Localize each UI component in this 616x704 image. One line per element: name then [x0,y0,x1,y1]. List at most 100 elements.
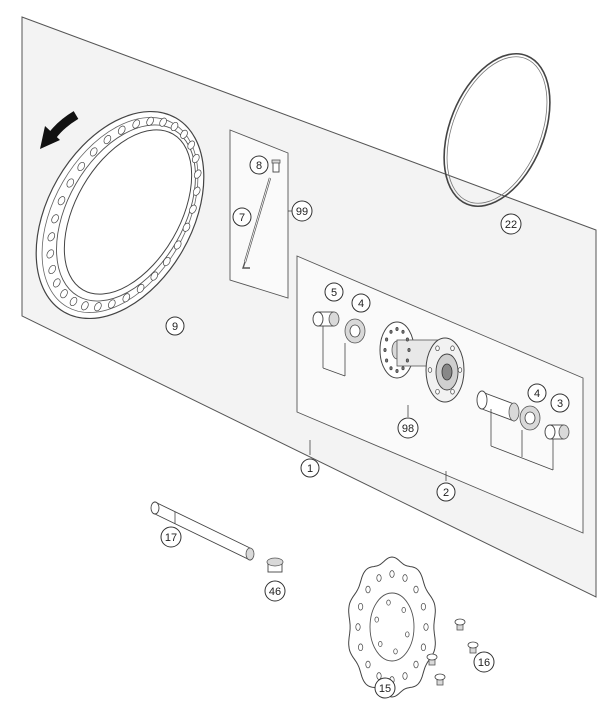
svg-text:8: 8 [256,160,262,172]
rim-tape-part [443,52,551,208]
svg-text:46: 46 [269,586,281,598]
rim-spoke-hole [182,222,191,232]
callout-leader-lines [288,210,447,481]
brake-disc-hole [358,602,364,611]
hub-flange-hole [401,366,405,371]
hub-flange-hole [395,369,399,373]
rim-spoke-hole [108,299,116,309]
svg-text:4: 4 [534,388,540,400]
brake-disc-mount-hole [405,631,410,638]
spoke-nipple-part [271,159,281,173]
rim-spoke-hole [117,125,126,135]
brake-disc-mount-hole [374,616,379,623]
hub-disc-bolt-hole [435,345,440,352]
brake-disc-hole [420,643,426,652]
brake-disc-hole [365,585,371,594]
spoke-part [242,177,272,269]
svg-text:7: 7 [239,212,245,224]
brake-disc-hole [376,672,382,680]
svg-text:98: 98 [402,423,414,435]
callout-99: 99 [291,200,313,222]
axle-nut-part [266,557,284,573]
svg-text:17: 17 [165,532,177,544]
rim-spoke-hole [170,121,179,132]
svg-text:3: 3 [557,398,563,410]
brake-disc-mount-hole [401,607,406,613]
hub-leader-lines [322,326,554,471]
callout-5: 5 [324,282,344,302]
brake-disc-mount-hole [386,599,391,606]
svg-text:1: 1 [307,463,313,475]
rim-spoke-hole [89,147,98,157]
svg-text:5: 5 [331,287,337,299]
brake-disc-hole [413,660,419,669]
callout-22: 22 [500,213,522,235]
wheel-hub-part [379,321,465,403]
rim-spoke-hole [159,117,167,127]
brake-disc-hole [376,574,382,582]
brake-disc-hole [365,660,371,669]
hub-distance-sleeve-part [476,390,520,422]
hub-flange-hole [405,358,409,363]
rim-spoke-hole [192,186,201,196]
hub-flange-hole [389,329,393,334]
rim-spoke-hole [163,256,171,267]
brake-disc-hole [358,643,364,652]
rim-spoke-hole [77,161,85,172]
callout-8: 8 [249,155,269,175]
callout-16: 16 [473,651,495,673]
hub-flange-hole [385,337,389,342]
callout-1: 1 [300,458,320,478]
callout-2: 2 [436,482,456,502]
rim-spoke-hole [66,178,75,188]
rim-spoke-hole [47,232,56,242]
rim-spoke-hole [57,196,66,206]
rim-spoke-hole [53,278,61,288]
hub-flange-hole [383,348,387,352]
callout-17: 17 [160,526,182,548]
rim-spoke-hole [192,153,200,164]
svg-text:22: 22 [505,219,517,231]
svg-text:16: 16 [478,657,490,669]
rim-spoke-hole [187,140,195,150]
rim-spoke-hole [189,204,197,214]
svg-text:4: 4 [358,298,364,310]
callout-7: 7 [232,207,252,227]
hub-disc-bolt-hole [457,367,463,373]
rim-spoke-hole [48,264,56,275]
brake-disc-hole [402,672,408,680]
rim-spoke-hole [60,289,68,299]
svg-text:2: 2 [443,487,449,499]
rim-spoke-hole [46,249,55,259]
hub-disc-bolt-hole [435,388,440,395]
brake-disc-bolt-part [426,618,479,686]
rim-spoke-hole [69,296,78,307]
brake-disc-hole [355,623,361,631]
callout-3: 3 [550,393,570,413]
hub-flange-holes [383,327,463,395]
rim-spoke-hole [132,119,140,129]
hub-flange-hole [407,348,411,352]
rim-spoke-hole [193,169,202,179]
rotation-direction-arrow-icon [40,111,79,149]
callout-98: 98 [397,417,419,439]
rim-spoke-hole [180,129,188,139]
brake-disc-hole [420,602,426,611]
hub-flange-hole [401,329,405,334]
callout-4-right: 4 [527,383,547,403]
callout-9: 9 [165,316,185,336]
hub-bearing-right-part [519,405,541,431]
hub-bearing-left-part [344,318,366,344]
hub-spacer-right-part [544,424,570,440]
hub-bearing-spacer-left-part [312,311,340,327]
callout-46: 46 [264,580,286,602]
brake-disc-hole [402,574,408,582]
hub-flange-hole [395,327,399,331]
rim-spoke-hole [122,293,131,303]
hub-flange-hole [389,366,393,371]
rim-spoke-hole [81,301,89,311]
rim-spoke-hole [150,271,159,281]
hub-flange-hole [405,337,409,342]
svg-text:15: 15 [379,683,391,695]
